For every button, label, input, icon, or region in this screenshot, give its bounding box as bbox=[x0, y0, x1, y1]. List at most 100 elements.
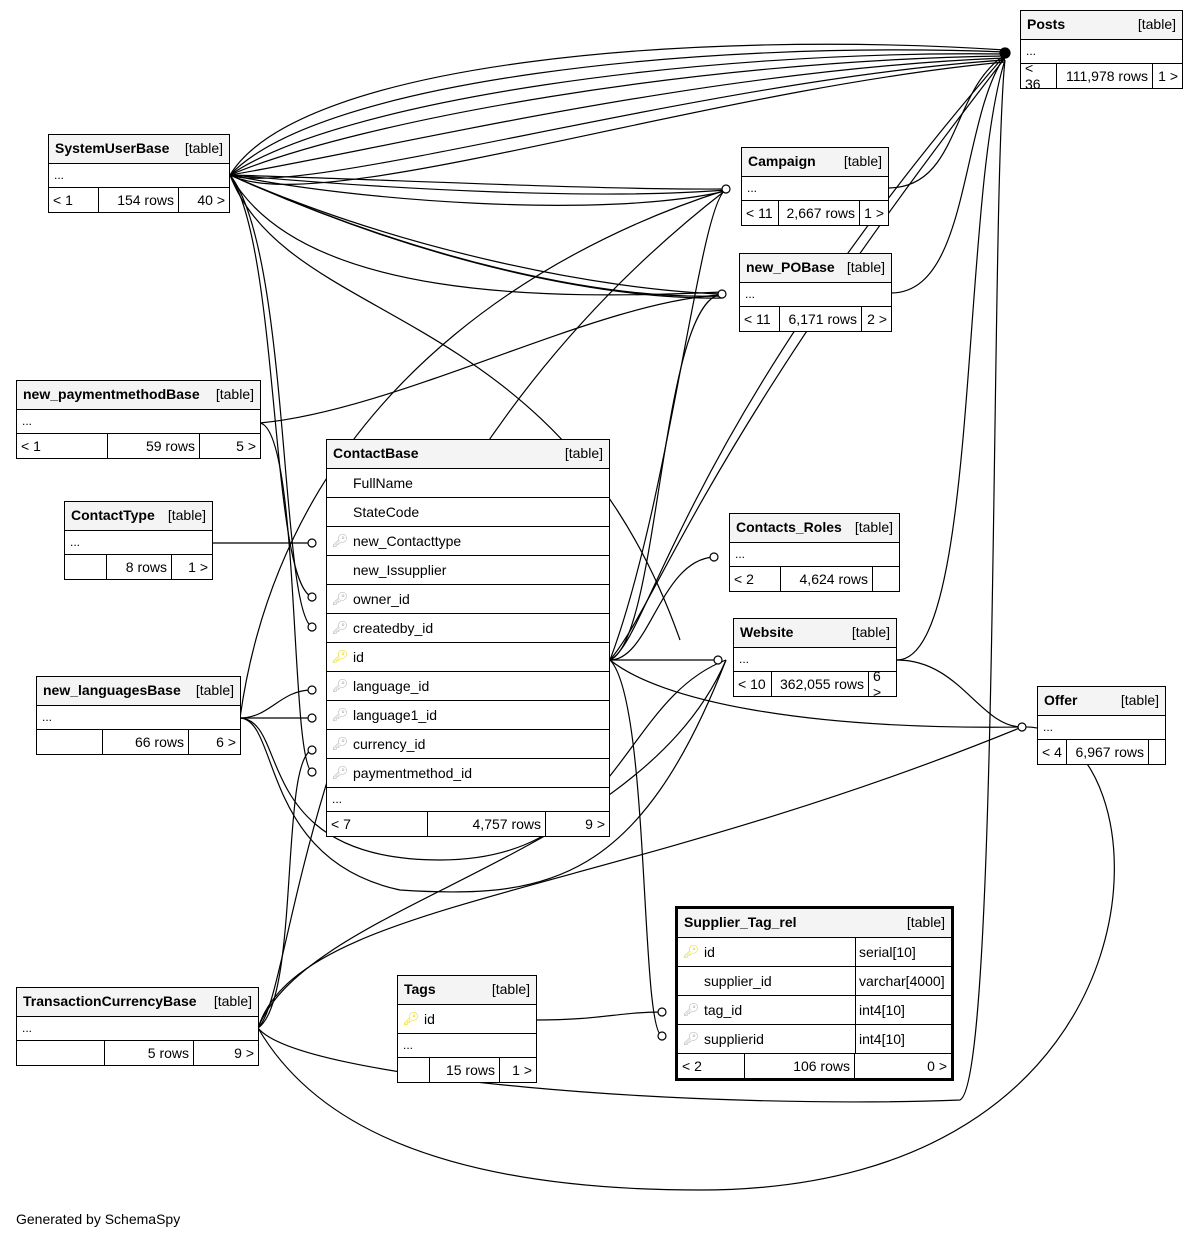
foreign-key-icon: 🔑︎ bbox=[331, 765, 349, 780]
edge bbox=[609, 556, 715, 661]
children-count: 40 > bbox=[197, 192, 225, 208]
more-columns: ... bbox=[65, 531, 212, 555]
parents-count: < 2 bbox=[730, 567, 781, 591]
edge bbox=[609, 659, 1023, 728]
column-name: new_Contacttype bbox=[353, 533, 462, 549]
more-columns: ... bbox=[1021, 40, 1182, 64]
edge bbox=[229, 53, 1006, 176]
edge bbox=[229, 174, 313, 628]
column-name: paymentmethod_id bbox=[353, 765, 473, 781]
children-count bbox=[1149, 740, 1165, 764]
more-columns: ... bbox=[17, 410, 260, 434]
row-count: 154 rows bbox=[99, 188, 179, 212]
table-transactioncurrencybase[interactable]: TransactionCurrencyBase[table] ... 5 row… bbox=[16, 987, 259, 1066]
table-name: Supplier_Tag_rel bbox=[684, 914, 797, 930]
crowfoot-marker bbox=[307, 622, 317, 632]
table-type: [table] bbox=[184, 140, 223, 156]
table-type: [table] bbox=[215, 386, 254, 402]
table-type: [table] bbox=[1120, 692, 1159, 708]
edge bbox=[257, 726, 1115, 1191]
table-type: [table] bbox=[491, 981, 530, 997]
foreign-key-icon: 🔑︎ bbox=[331, 678, 349, 693]
column-row[interactable]: 🔑︎id bbox=[398, 1005, 536, 1034]
table-name: new_languagesBase bbox=[43, 682, 181, 698]
table-type: [table] bbox=[1137, 16, 1176, 32]
column-row[interactable]: new_Issupplier bbox=[327, 556, 609, 585]
column-row[interactable]: StateCode bbox=[327, 498, 609, 527]
more-columns: ... bbox=[17, 1017, 258, 1041]
column-name: currency_id bbox=[353, 736, 426, 752]
column-type: serial[10] bbox=[855, 938, 951, 966]
row-count: 2,667 rows bbox=[779, 201, 860, 225]
table-type: [table] bbox=[564, 445, 603, 461]
column-name: supplierid bbox=[704, 1031, 764, 1047]
table-name: new_paymentmethodBase bbox=[23, 386, 200, 402]
table-contactbase[interactable]: ContactBase[table] FullName StateCode 🔑︎… bbox=[326, 439, 610, 837]
children-count: 6 > bbox=[216, 734, 236, 750]
crowfoot-marker bbox=[307, 592, 317, 602]
column-row[interactable]: 🔑︎language1_id bbox=[327, 701, 609, 730]
edge bbox=[259, 294, 723, 424]
column-name: supplier_id bbox=[704, 973, 772, 989]
more-columns: ... bbox=[734, 648, 896, 672]
children-count: 1 > bbox=[512, 1062, 532, 1078]
crowfoot-marker bbox=[307, 685, 317, 695]
table-type: [table] bbox=[854, 519, 893, 535]
parents-count: < 36 bbox=[1021, 60, 1057, 92]
column-row[interactable]: 🔑︎owner_id bbox=[327, 585, 609, 614]
edge bbox=[229, 174, 723, 299]
column-name: id bbox=[424, 1011, 435, 1027]
column-row[interactable]: 🔑︎createdby_id bbox=[327, 614, 609, 643]
parents-count bbox=[17, 1041, 105, 1065]
column-row[interactable]: 🔑︎id bbox=[327, 643, 609, 672]
edge bbox=[229, 43, 1006, 176]
edge bbox=[609, 189, 727, 661]
children-count: 1 > bbox=[864, 205, 884, 221]
column-row[interactable]: 🔑︎ currency_id bbox=[327, 730, 609, 759]
more-columns: ... bbox=[742, 177, 888, 201]
column-row[interactable]: 🔑︎ paymentmethod_id bbox=[327, 759, 609, 788]
column-row[interactable]: FullName bbox=[327, 469, 609, 498]
edge bbox=[239, 659, 727, 861]
row-count: 4,757 rows bbox=[428, 812, 546, 836]
table-type: [table] bbox=[213, 993, 252, 1009]
column-name: tag_id bbox=[704, 1002, 743, 1018]
crowfoot-marker bbox=[721, 184, 731, 194]
crowfoot-marker bbox=[713, 655, 723, 665]
row-count: 4,624 rows bbox=[781, 567, 873, 591]
column-name: FullName bbox=[353, 475, 413, 491]
children-count: 1 > bbox=[188, 559, 208, 575]
edge bbox=[229, 174, 727, 195]
column-row[interactable]: 🔑︎language_id bbox=[327, 672, 609, 701]
foreign-key-icon: 🔑︎ bbox=[331, 707, 349, 722]
more-columns: ... bbox=[37, 706, 240, 730]
row-count: 6,967 rows bbox=[1067, 740, 1149, 764]
foreign-key-icon: 🔑︎ bbox=[331, 736, 349, 751]
column-row[interactable]: 🔑︎new_Contacttype bbox=[327, 527, 609, 556]
parents-count bbox=[37, 730, 103, 754]
edge bbox=[229, 174, 313, 598]
more-columns: ... bbox=[740, 283, 891, 307]
edge bbox=[229, 174, 727, 206]
parents-count: < 11 bbox=[742, 201, 779, 225]
column-name: id bbox=[353, 649, 364, 665]
table-name: new_POBase bbox=[746, 259, 835, 275]
column-name: createdby_id bbox=[353, 620, 434, 636]
